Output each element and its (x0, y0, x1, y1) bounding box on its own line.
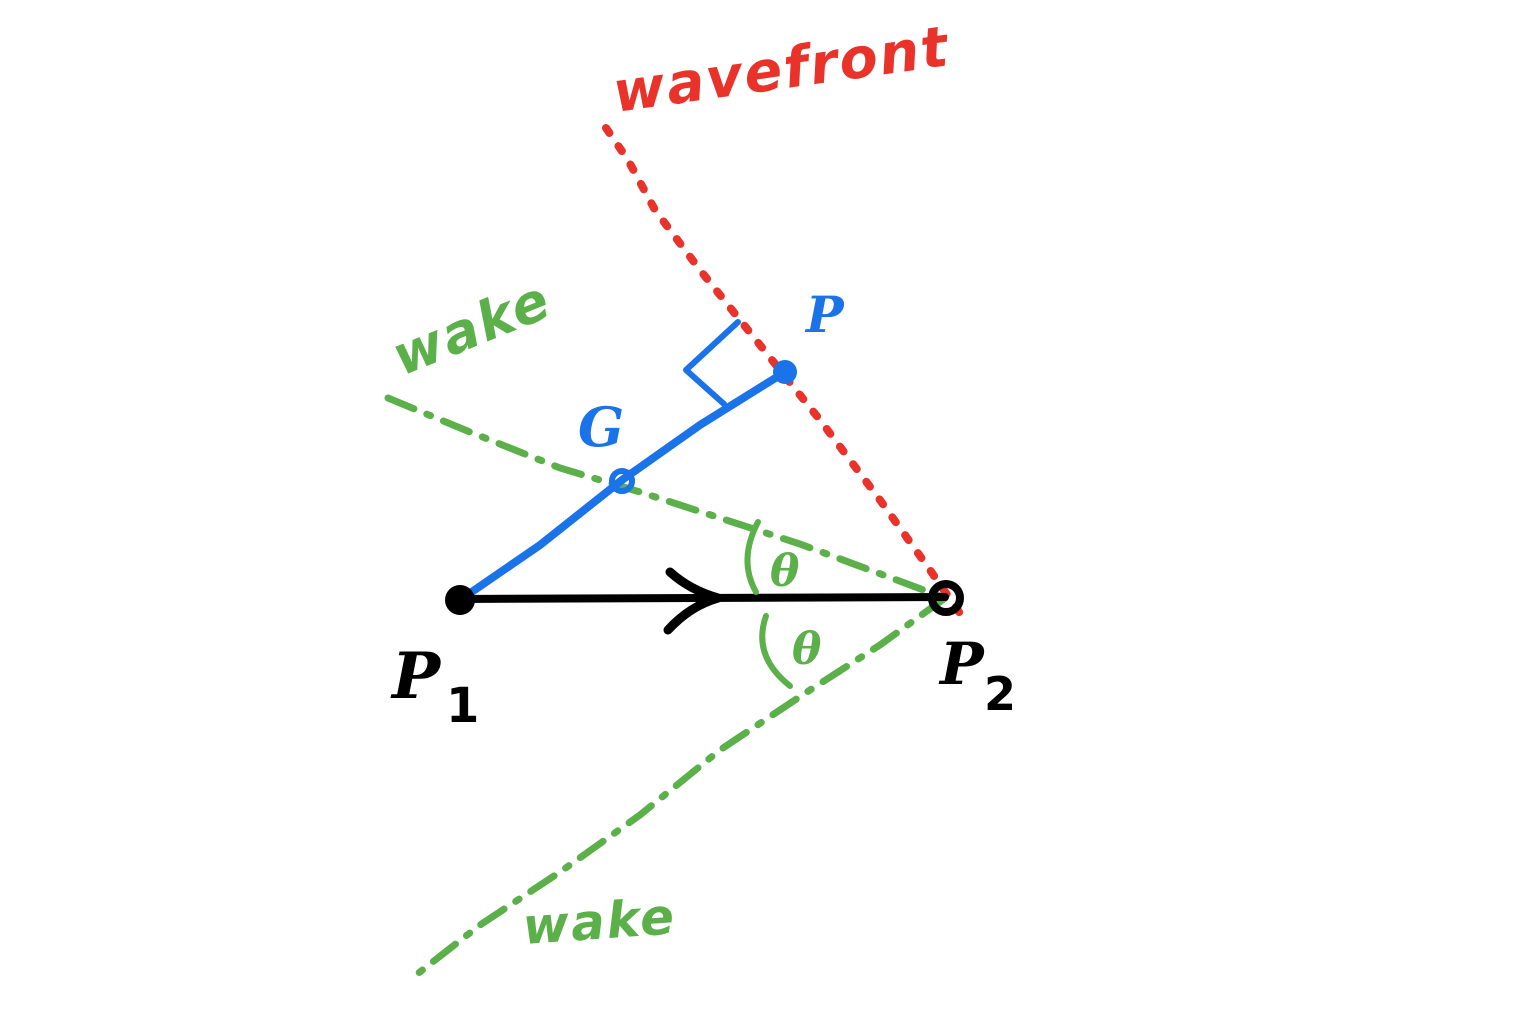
lower-angle-arc (759, 613, 793, 689)
p1-label: P 1 (390, 639, 479, 734)
p1-label-letter: P (390, 639, 442, 714)
right-angle-marker (683, 319, 741, 407)
p2-label: P 2 (938, 630, 1016, 721)
point-p2-dot (928, 580, 964, 616)
blue-path-line (456, 368, 789, 604)
lower-angle-label: θ (792, 624, 822, 675)
p2-label-letter: P (938, 630, 985, 698)
point-p1-dot (445, 585, 475, 615)
wavefront-line (602, 124, 970, 626)
wavefront-label: wavefront (609, 14, 954, 126)
p2-label-subscript: 2 (984, 667, 1016, 721)
upper-angle-label: θ (770, 546, 800, 597)
upper-wake-label: wake (383, 268, 560, 388)
motion-arrow-icon (663, 567, 723, 635)
upper-angle-arc (744, 519, 761, 595)
lower-wake-line (412, 594, 949, 979)
point-g-label: G (578, 395, 624, 459)
point-p-label: P (804, 285, 845, 344)
point-g-dot (609, 468, 635, 494)
upper-wake-line (384, 394, 949, 602)
point-p-dot (773, 360, 797, 384)
lower-wake-label: wake (521, 887, 678, 956)
p1-label-subscript: 1 (446, 678, 479, 734)
motion-line (454, 593, 949, 603)
